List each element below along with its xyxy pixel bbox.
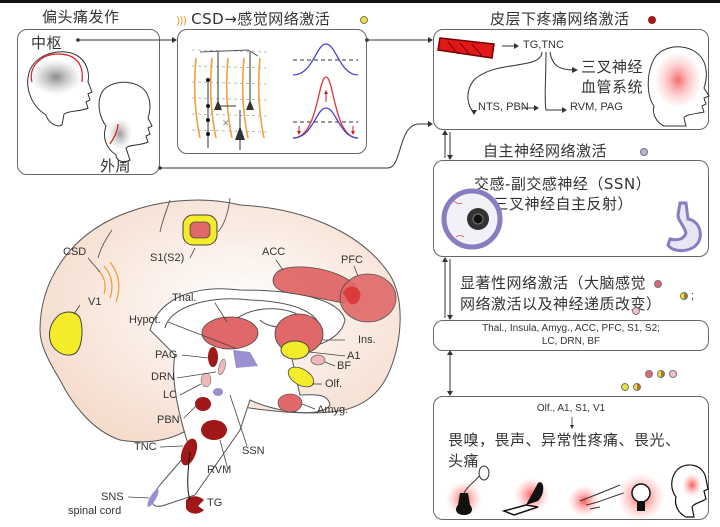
label-sns: SNS [101,491,124,503]
csd-title-row: ))) CSD→感觉网络激活 [176,8,330,29]
label-s1s2: S1(S2) [150,252,185,264]
peripheral-head-icon [98,81,153,163]
salience-title-1: 显著性网络激活（大脑感觉 [460,274,647,292]
region-sns [147,489,159,507]
region-acc [272,266,358,303]
legend-dot-mixed-2 [633,383,641,391]
cortical-column-icon: ✕ [191,49,269,150]
region-lc [200,372,212,388]
trigeminal-reflex-label: （三叉神经自主反射） [478,195,634,213]
symptoms-illustration [446,417,709,521]
label-drn: DRN [151,371,175,383]
csd-wave-icon: ))) [176,14,187,27]
label-rvm: RVM [207,464,232,476]
head-pain-icon [671,464,709,518]
trigeminal-label-2: 血管系统 [581,78,644,96]
attack-title: 偏头痛发作 [42,8,120,26]
tg-tnc-label: TG,TNC [523,39,564,51]
region-tg [186,496,204,514]
region-thal [201,316,259,350]
salience-marker-dot-pink [632,307,640,315]
attack-panel: 中枢 外周 [17,29,160,175]
region-amyg [277,393,303,413]
label-v1: V1 [88,296,102,308]
rvm-pag-label: RVM, PAG [570,101,623,113]
symptom-areas-label: Olf., A1, S1, V1 [536,403,606,414]
autonomic-panel: 交感-副交感神经（SSN） （三叉神经自主反射） [433,160,709,257]
label-ssn: SSN [242,445,265,457]
label-tg: TG [207,497,223,509]
central-head-icon [27,51,93,127]
label-amyg: Amyg. [317,404,349,416]
region-a1 [280,340,310,360]
salience-marker-dot-mixed [680,292,688,300]
top-border [0,0,720,3]
label-ins: Ins. [358,334,376,346]
blood-vessel-icon [437,37,495,59]
nts-pbn-label: NTS, PBN [478,101,529,113]
region-pfc [339,273,397,323]
light-bulb-icon [617,473,665,521]
salience-regions-2: LC, DRN, BF [541,336,601,347]
region-bf [310,354,326,366]
ssn-label: 交感-副交感神经（SSN） [474,175,652,193]
label-lc: LC [163,389,178,401]
region-drn [218,358,226,376]
subcortical-illustration [437,37,710,127]
label-csd: CSD [63,246,87,258]
heads-illustration [27,51,153,163]
central-label: 中枢 [31,34,63,52]
trigeminal-label-1: 三叉神经 [581,58,644,76]
autonomic-title: 自主神经网络激活 [483,142,608,160]
legend-dot-mixed [657,370,665,378]
csd-panel: ✕ [177,29,367,154]
activity-curves-icon [292,43,359,139]
csd-title: CSD→感觉网络激活 [191,10,331,28]
subcortical-title: 皮层下疼痛网络激活 [490,10,630,28]
symptoms-text-2: 头痛 [448,452,480,470]
label-pfc: PFC [341,254,363,266]
label-pag: PAG [155,349,178,361]
csd-illustration: ✕ [191,43,359,150]
label-a1: A1 [347,350,361,362]
pain-head-icon [647,46,710,127]
csd-marker-dot [360,16,368,24]
label-acc: ACC [262,246,286,258]
region-pag [208,347,218,367]
autonomic-illustration [441,188,702,253]
stomach-icon [666,201,702,253]
legend-dot-yellow [621,383,629,391]
label-pbn: PBN [157,414,180,426]
label-thal: Thal. [172,292,197,304]
salience-marker-dot-red [654,280,662,288]
legend-dot-red [645,370,653,378]
salience-regions-1: Thal., Insula, Amyg., ACC, PFC, S1, S2; [482,323,660,334]
eyeball-icon [441,188,503,250]
label-olf: Olf. [325,378,343,390]
salience-title-2: 网络激活以及神经递质改变） [460,295,662,313]
symptoms-panel: Olf., A1, S1, V1 [433,396,709,521]
region-hypot [233,350,258,368]
svg-text:✕: ✕ [222,119,230,129]
perfume-bottle-icon [446,465,490,517]
region-rvm [201,420,227,440]
subcortical-marker-dot [648,16,656,24]
autonomic-marker-dot [640,148,648,156]
label-tnc: TNC [134,441,157,453]
subcortical-panel: TG,TNC 三叉神经 血管系统 NTS, PBN RVM, PAG [433,29,710,130]
region-ssn-nucleus [213,388,223,396]
label-spinal-cord: spinal cord [68,505,122,517]
region-pbn [195,397,211,411]
symptoms-text-1: 畏嗅，畏声、异常性疼痛、畏光、 [448,431,681,449]
salience-semicolon: ; [691,290,695,302]
salience-panel: Thal., Insula, Amyg., ACC, PFC, S1, S2; … [433,320,709,351]
legend-dot-pink [669,370,677,378]
gramophone-icon [501,477,550,516]
region-tnc [180,438,198,466]
label-hypot: Hypot. [129,314,161,326]
label-bf: BF [337,360,352,372]
